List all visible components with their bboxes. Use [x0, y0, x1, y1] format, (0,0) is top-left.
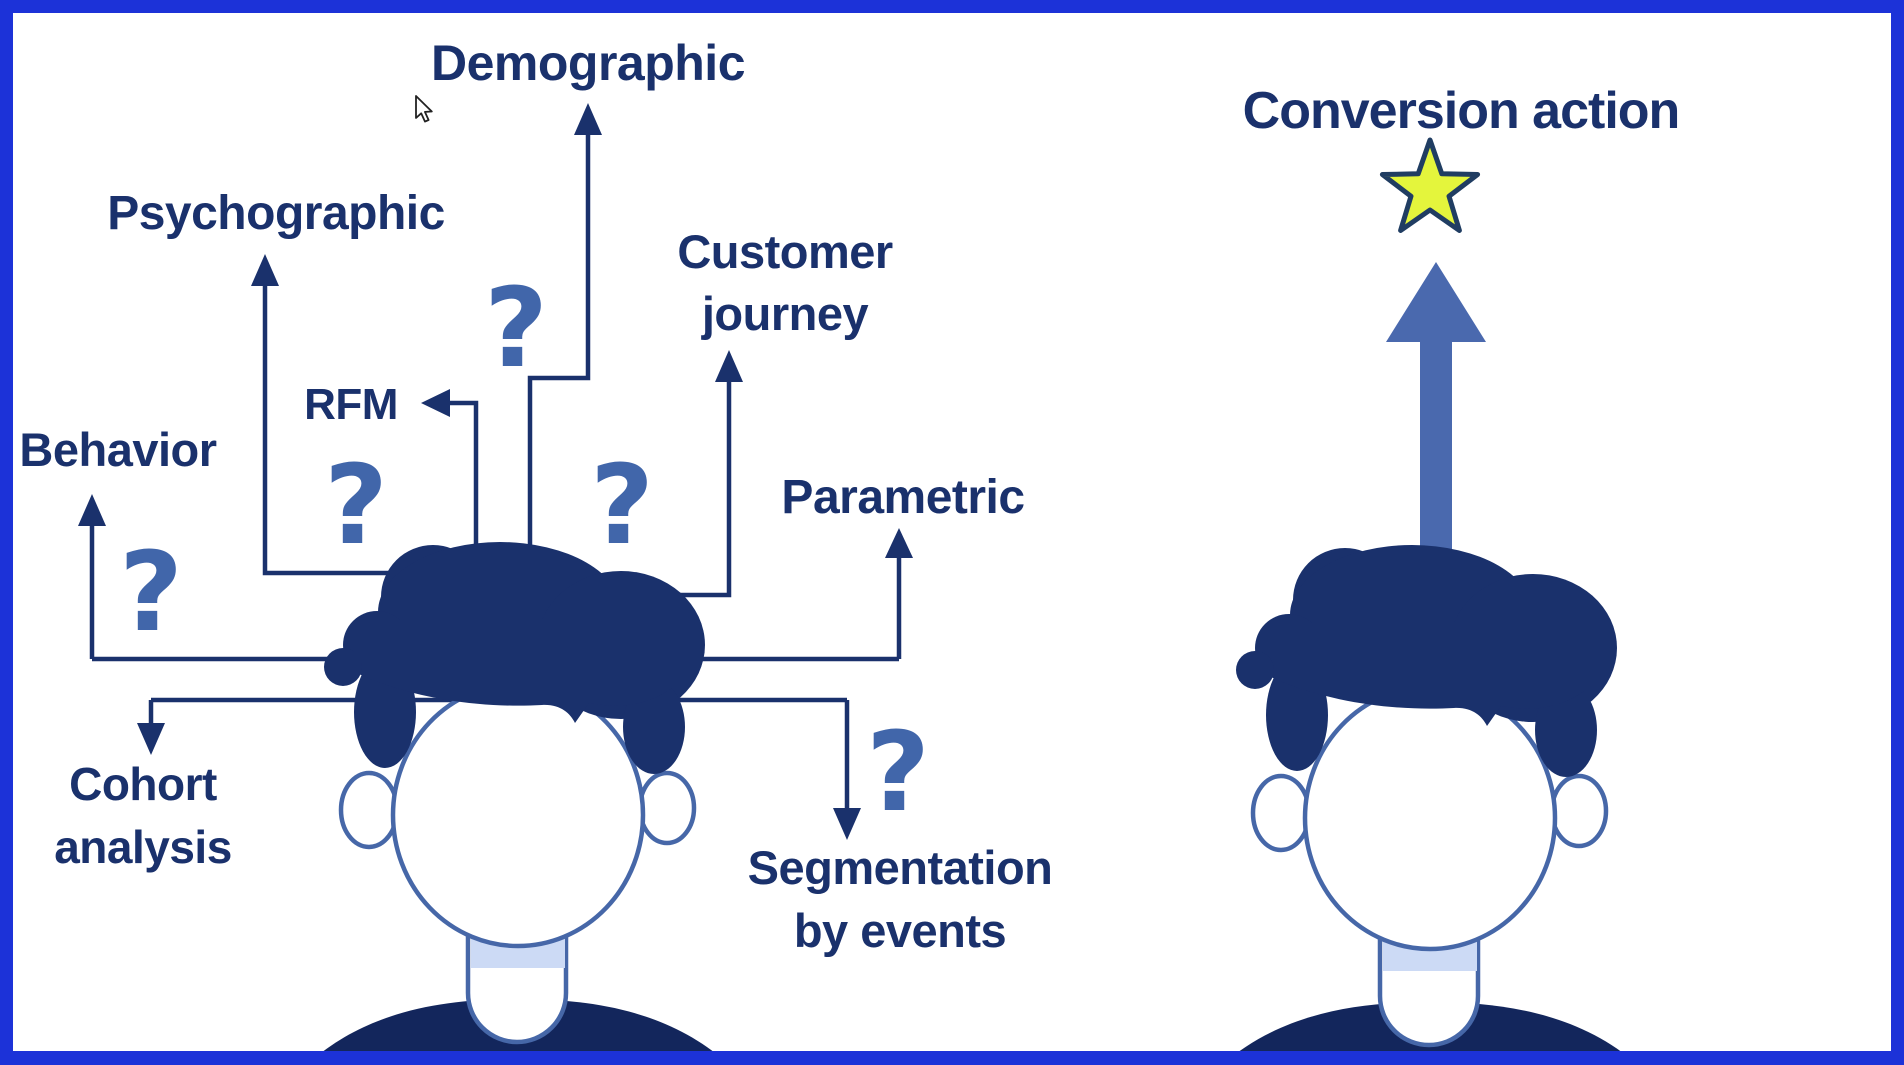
behavior-arrowhead-icon — [78, 494, 106, 526]
label-segmentation-by-events: Segmentation by events — [748, 837, 1053, 962]
border-top — [0, 0, 1904, 13]
psychographic-arrowhead-icon — [251, 254, 279, 286]
border-left — [0, 0, 13, 1065]
label-line: Segmentation — [747, 841, 1053, 894]
label-psychographic: Psychographic — [107, 187, 445, 240]
question-mark-demographic: ? — [484, 264, 548, 392]
conversion-up-arrow-icon — [1386, 262, 1486, 575]
demographic-arrowhead-icon — [574, 103, 602, 135]
segmentation-person-head — [310, 542, 726, 1065]
label-cohort-analysis: Cohort analysis — [54, 753, 232, 880]
rfm-arrowhead-icon — [421, 389, 450, 417]
label-line: by events — [793, 903, 1007, 957]
border-bottom — [0, 1051, 1904, 1065]
connector-arrowheads — [78, 103, 913, 840]
parametric-arrowhead-icon — [885, 528, 913, 558]
segmentation-arrowhead-icon — [833, 808, 861, 840]
customer-journey-arrowhead-icon — [715, 350, 743, 382]
mouse-cursor-icon[interactable] — [415, 95, 433, 123]
rfm-arrow-line — [450, 400, 479, 575]
label-customer-journey: Customer journey — [677, 221, 893, 345]
conversion-title: Conversion action — [1242, 82, 1681, 140]
label-behavior: Behavior — [19, 423, 217, 476]
conversion-star-icon — [1379, 137, 1481, 233]
question-mark-customer-journey: ? — [590, 441, 654, 569]
label-line: journey — [701, 287, 869, 341]
label-parametric: Parametric — [781, 471, 1025, 524]
label-demographic: Demographic — [430, 35, 746, 91]
label-rfm: RFM — [304, 380, 398, 429]
border-right — [1891, 0, 1904, 1065]
question-mark-segmentation: ? — [866, 708, 930, 836]
label-line: Customer — [677, 225, 893, 278]
demographic-arrow-line — [527, 135, 591, 575]
label-line: analysis — [54, 821, 232, 874]
conversion-person-head — [1222, 545, 1638, 1065]
question-mark-behavior: ? — [119, 528, 183, 656]
customer-journey-arrow-line — [648, 382, 732, 598]
label-line: Cohort — [69, 758, 217, 810]
cohort-arrowhead-icon — [137, 723, 165, 755]
question-mark-rfm: ? — [324, 441, 388, 569]
